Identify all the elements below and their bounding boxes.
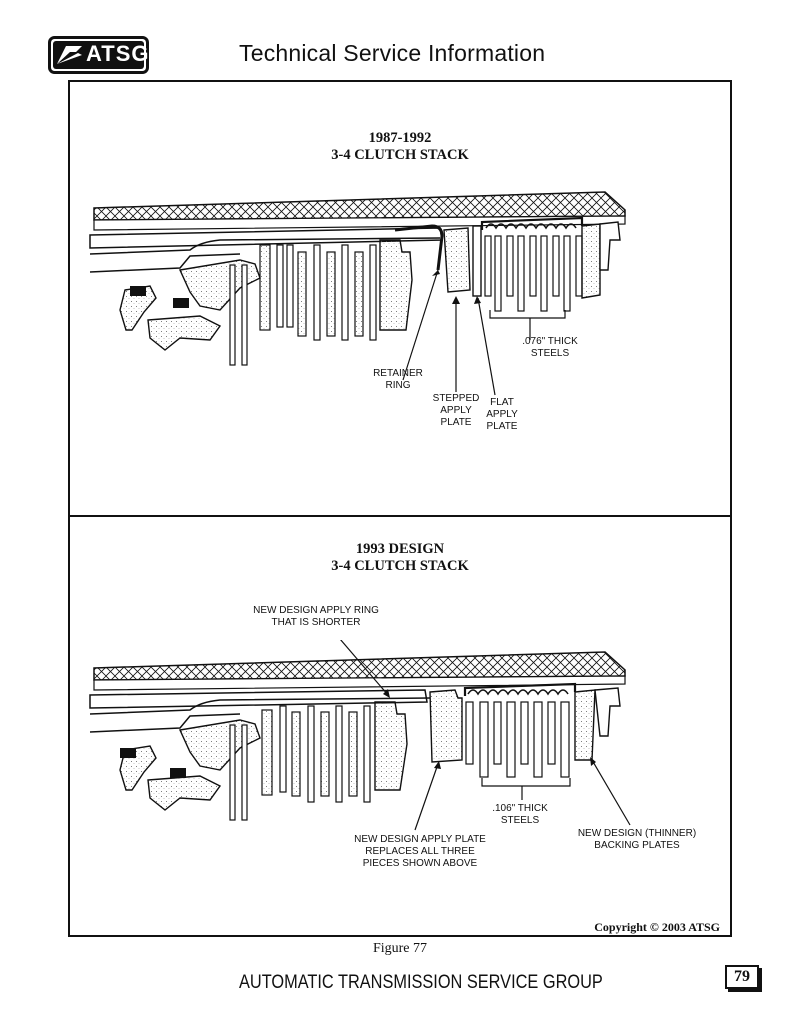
- copyright: Copyright © 2003 ATSG: [594, 920, 720, 934]
- top-clutch-stack-diagram: [89, 191, 626, 396]
- top-label-steels: STEELS: [530, 348, 570, 359]
- page-title: Technical Service Information: [239, 40, 546, 66]
- bottom-heading-design: 1993 DESIGN: [355, 541, 445, 557]
- top-label-flat: FLAT: [490, 397, 514, 408]
- bottom-label-steels: STEELS: [500, 815, 540, 826]
- housing-shell: [93, 191, 626, 221]
- footer-company: AUTOMATIC TRANSMISSION SERVICE GROUP: [239, 972, 603, 993]
- bottom-label-backing-plates-design: NEW DESIGN (THINNER): [577, 828, 697, 839]
- top-label-ring: RING: [385, 380, 411, 391]
- logo-text: ATSG: [86, 41, 150, 66]
- bottom-label-apply-ring-shorter: THAT IS SHORTER: [271, 617, 361, 628]
- atsg-logo: [48, 36, 149, 74]
- bottom-label-apply-ring: NEW DESIGN APPLY RING: [253, 605, 379, 616]
- figure-caption: Figure 77: [372, 941, 428, 956]
- top-label-retainer: RETAINER: [373, 368, 423, 379]
- top-label-flat-plate: PLATE: [486, 421, 518, 432]
- bottom-label-apply-plate-pieces: PIECES SHOWN ABOVE: [362, 858, 478, 869]
- bottom-clutch-stack-diagram: [89, 640, 631, 831]
- bottom-heading-title: 3-4 CLUTCH STACK: [331, 558, 469, 574]
- bottom-label-apply-plate-replaces: REPLACES ALL THREE: [365, 846, 475, 857]
- bottom-label-apply-plate: NEW DESIGN APPLY PLATE: [354, 834, 486, 845]
- bottom-label-backing-plates: BACKING PLATES: [594, 840, 680, 851]
- top-heading-title: 3-4 CLUTCH STACK: [331, 147, 469, 163]
- top-label-stepped-apply: APPLY: [440, 405, 472, 416]
- top-label-stepped-plate: PLATE: [440, 417, 472, 428]
- top-label-flat-apply: APPLY: [486, 409, 518, 420]
- top-heading-years: 1987-1992: [368, 130, 432, 146]
- top-label-stepped: STEPPED: [432, 393, 480, 404]
- panel-divider: [68, 515, 732, 517]
- bottom-label-steels-thickness: .106" THICK: [492, 803, 548, 814]
- page-number: 79: [725, 965, 759, 989]
- top-label-steels-thickness: .076" THICK: [522, 336, 578, 347]
- figure-frame: [68, 80, 732, 937]
